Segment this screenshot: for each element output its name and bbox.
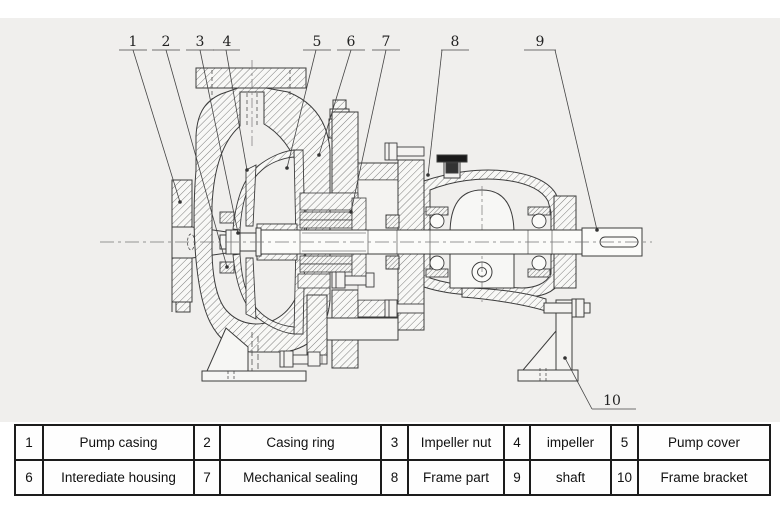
callout-number-10: 10 (603, 393, 621, 409)
support-arm (326, 317, 399, 341)
seal-gland-bolt (331, 271, 375, 289)
part-no: 5 (610, 424, 639, 461)
pump-cross-section-svg: 1 2 3 4 5 6 7 8 9 10 (0, 18, 780, 422)
callout-number-7: 7 (382, 34, 391, 50)
housing-lower-flange (306, 294, 328, 358)
frame-bracket (517, 298, 591, 383)
callout-number-9: 9 (536, 34, 545, 50)
leader-6 (317, 49, 365, 157)
callout-number-1: 1 (129, 34, 138, 50)
part-no: 2 (193, 424, 221, 461)
part-label: Pump cover (637, 424, 771, 461)
callout-number-4: 4 (223, 34, 232, 50)
leader-5 (285, 49, 331, 170)
impeller-vane-upper (245, 164, 257, 227)
casing-foot (201, 327, 307, 382)
part-label: Pump casing (42, 424, 195, 461)
part-label: Mechanical sealing (219, 459, 382, 496)
parts-table-row-2: 6 Interediate housing 7 Mechanical seali… (14, 459, 771, 496)
callout-numbers: 1 2 3 4 5 6 7 8 9 10 (129, 34, 621, 409)
casing-foot-bolt (279, 350, 328, 368)
part-no: 6 (14, 459, 44, 496)
part-no: 9 (503, 459, 531, 496)
leader-4 (213, 49, 249, 172)
leader-2 (152, 49, 229, 269)
bearing-lock-nut (385, 214, 400, 270)
callout-number-2: 2 (162, 34, 171, 50)
frame-flange-bolts (384, 142, 425, 318)
callout-number-6: 6 (347, 34, 356, 50)
part-no: 10 (610, 459, 639, 496)
parts-table: 1 Pump casing 2 Casing ring 3 Impeller n… (14, 424, 771, 496)
part-no: 4 (503, 424, 531, 461)
leader-7 (349, 49, 400, 214)
part-no: 1 (14, 424, 44, 461)
leader-10 (563, 356, 636, 410)
bolt-head-top (384, 142, 398, 161)
part-label: Casing ring (219, 424, 382, 461)
part-label: Impeller nut (407, 424, 505, 461)
part-no: 7 (193, 459, 221, 496)
leader-8 (426, 49, 469, 177)
bearing-cover-right (553, 195, 577, 289)
impeller-vane-lower (245, 257, 257, 320)
part-label: shaft (529, 459, 612, 496)
ball-bearing-right (527, 206, 551, 278)
leader-1 (119, 49, 182, 204)
leader-3 (186, 49, 240, 235)
bracket-bolt (543, 298, 591, 318)
callout-number-3: 3 (196, 34, 205, 50)
callout-leaders (119, 49, 636, 410)
part-label: Interediate housing (42, 459, 195, 496)
bracket-base (517, 369, 579, 382)
leader-9 (524, 49, 599, 232)
part-no: 8 (380, 459, 409, 496)
bolt-head-bottom (384, 299, 398, 318)
part-label: impeller (529, 424, 612, 461)
part-label: Frame part (407, 459, 505, 496)
part-label: Frame bracket (637, 459, 771, 496)
callout-number-5: 5 (313, 34, 322, 50)
callout-number-8: 8 (451, 34, 460, 50)
seal-gland-upper (351, 197, 367, 231)
pump-cross-section-diagram: 1 2 3 4 5 6 7 8 9 10 (0, 18, 780, 422)
parts-table-row-1: 1 Pump casing 2 Casing ring 3 Impeller n… (14, 424, 771, 461)
part-no: 3 (380, 424, 409, 461)
oil-filler-cap (436, 154, 468, 179)
discharge-flange (195, 60, 307, 148)
ball-bearing-left (425, 206, 449, 278)
